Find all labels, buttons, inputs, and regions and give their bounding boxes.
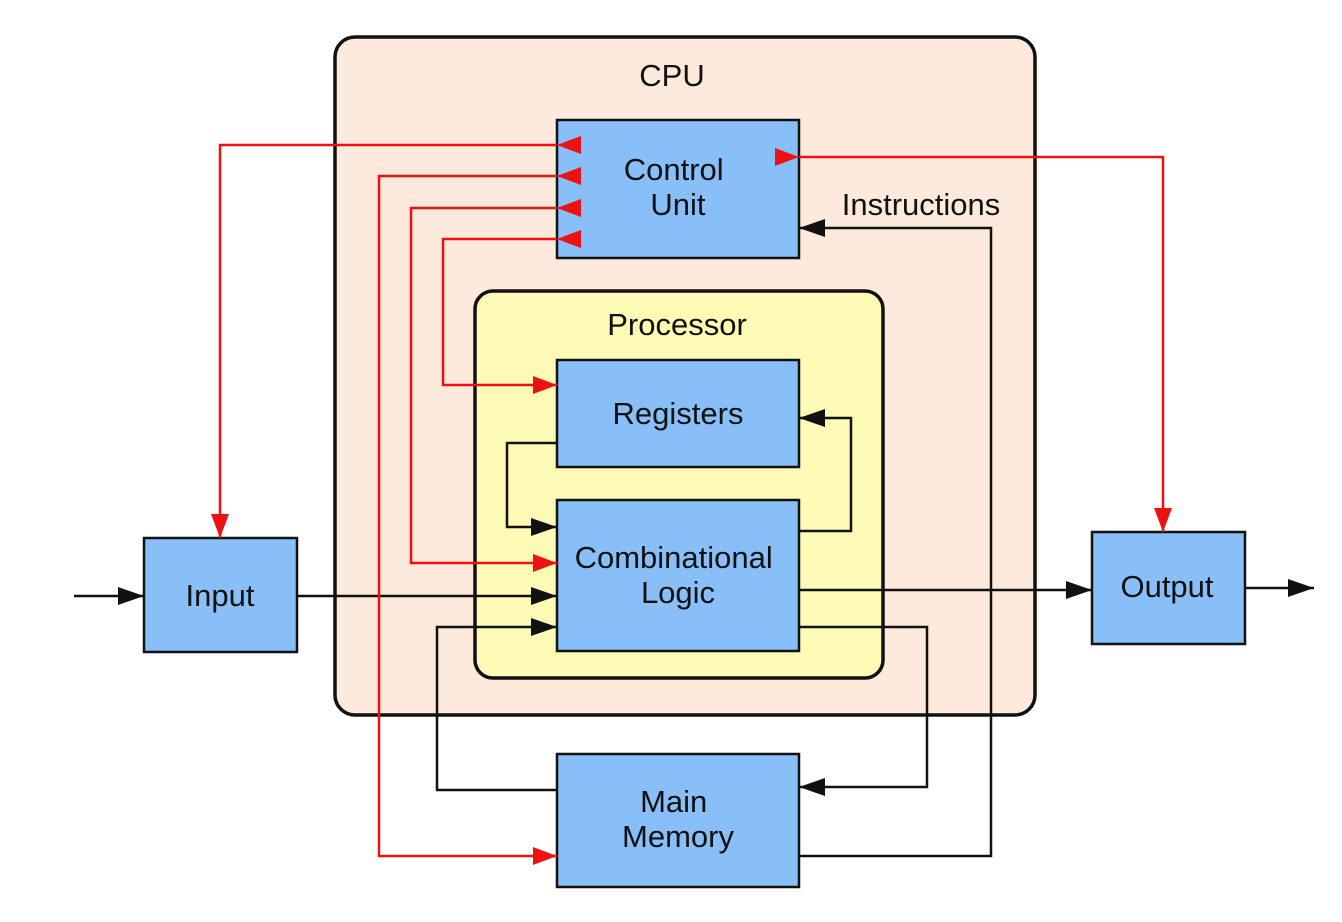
cpu-label: CPU	[639, 58, 704, 93]
instructions-label: Instructions	[842, 187, 1001, 222]
output-label: Output	[1120, 569, 1213, 604]
control-to-memory-wire	[377, 167, 581, 865]
main-memory-label-line1: Main	[640, 784, 707, 819]
control-unit-label-line1: Control	[624, 152, 724, 187]
control-to-output-wire	[775, 148, 1172, 532]
memory-to-logic-wire	[435, 618, 557, 792]
control-to-logic-wire	[409, 199, 581, 572]
combinational-logic-block: Combinational Logic	[555, 498, 801, 653]
combinational-logic-label-line2: Logic	[641, 575, 715, 610]
svg-text:Main Memory: Main Memory	[622, 784, 734, 854]
registers-label: Registers	[613, 396, 744, 431]
control-to-registers-wire	[441, 230, 581, 394]
control-unit-block: Control Unit	[555, 118, 801, 260]
control-to-input-wire	[211, 136, 581, 538]
combinational-logic-label-line1: Combinational	[575, 540, 773, 575]
input-label: Input	[186, 578, 255, 613]
processor-label: Processor	[607, 307, 747, 342]
main-memory-label-line2: Memory	[622, 819, 734, 854]
main-memory-block: Main Memory	[555, 752, 801, 889]
svg-text:Control Unit: Control Unit	[624, 152, 733, 222]
control-unit-label-line2: Unit	[650, 187, 706, 222]
registers-block: Registers	[555, 358, 801, 469]
svg-text:Combinational Logic: Combinational Logic	[575, 540, 782, 610]
output-block: Output	[1090, 530, 1247, 646]
logic-to-memory-wire	[799, 625, 929, 796]
input-block: Input	[142, 536, 299, 654]
